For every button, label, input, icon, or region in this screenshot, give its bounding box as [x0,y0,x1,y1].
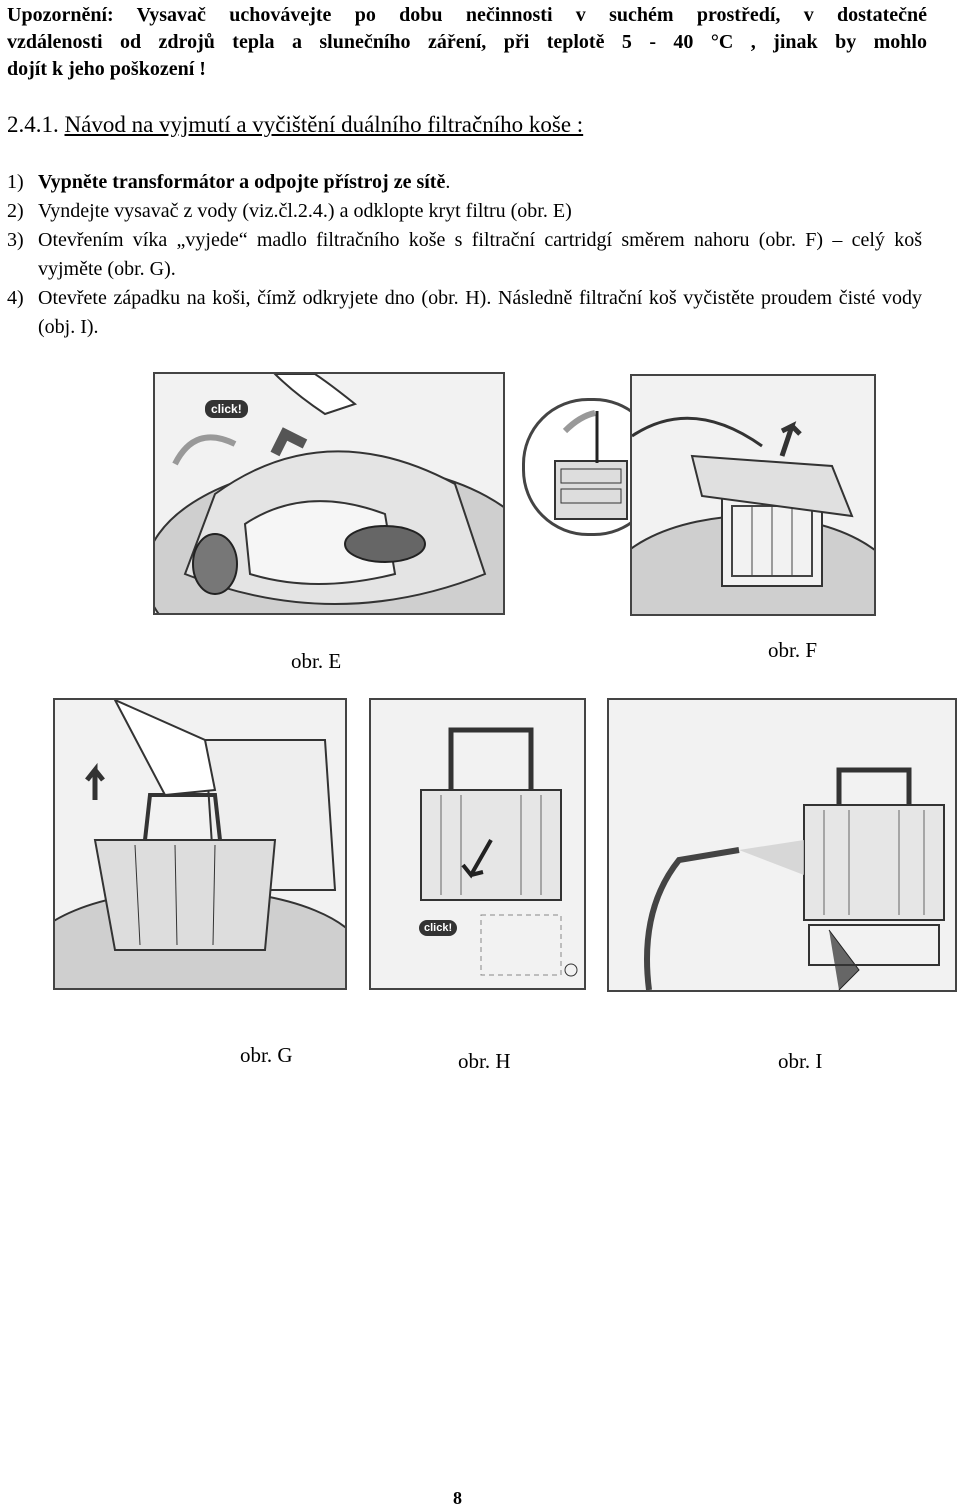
page-number: 8 [453,1488,462,1508]
figure-f-caption: obr. F [768,638,818,662]
step-tail: . [445,171,451,193]
warning-line-1: Upozornění: Vysavač uchovávejte po dobu … [7,4,927,26]
figure-h-caption: obr. H [458,1049,511,1073]
instruction-list: 1) Vypněte transformátor a odpojte příst… [7,168,922,342]
storage-warning: Upozornění: Vysavač uchovávejte po dobu … [7,2,927,83]
click-badge: click! [205,400,248,418]
section-title: Návod na vyjmutí a vyčištění duálního fi… [64,112,584,137]
figure-i-caption: obr. I [778,1049,823,1073]
step-number: 4) [7,287,24,309]
step-number: 1) [7,171,24,193]
section-number: 2.4.1. [7,112,59,137]
step-text: Vyndejte vysavač z vody (viz.čl.2.4.) a … [38,200,572,222]
step-number: 3) [7,229,24,251]
figure-i-illustration [607,698,957,992]
step-text: Vypněte transformátor a odpojte přístroj… [38,171,446,193]
click-badge: click! [419,920,458,936]
step-number: 2) [7,200,24,222]
figure-g-caption: obr. G [240,1043,293,1067]
figure-f-illustration [630,374,876,616]
step-3: 3) Otevřením víka „vyjede“ madlo filtrač… [7,226,922,284]
step-text: Otevřete západku na koši, čímž odkryjete… [38,287,922,338]
figure-h-illustration: click! [369,698,586,990]
figure-g-illustration [53,698,347,990]
step-text: Otevřením víka „vyjede“ madlo filtračníh… [38,229,922,280]
warning-line-2: vzdálenosti od zdrojů tepla a slunečního… [7,31,927,53]
step-1: 1) Vypněte transformátor a odpojte příst… [7,168,922,197]
figure-e-illustration: click! [153,372,505,615]
step-2: 2) Vyndejte vysavač z vody (viz.čl.2.4.)… [7,197,922,226]
step-4: 4) Otevřete západku na koši, čímž odkryj… [7,284,922,342]
warning-line-3: dojít k jeho poškození ! [7,58,206,80]
section-heading: 2.4.1. Návod na vyjmutí a vyčištění duál… [7,112,583,138]
figure-e-caption: obr. E [291,649,342,673]
